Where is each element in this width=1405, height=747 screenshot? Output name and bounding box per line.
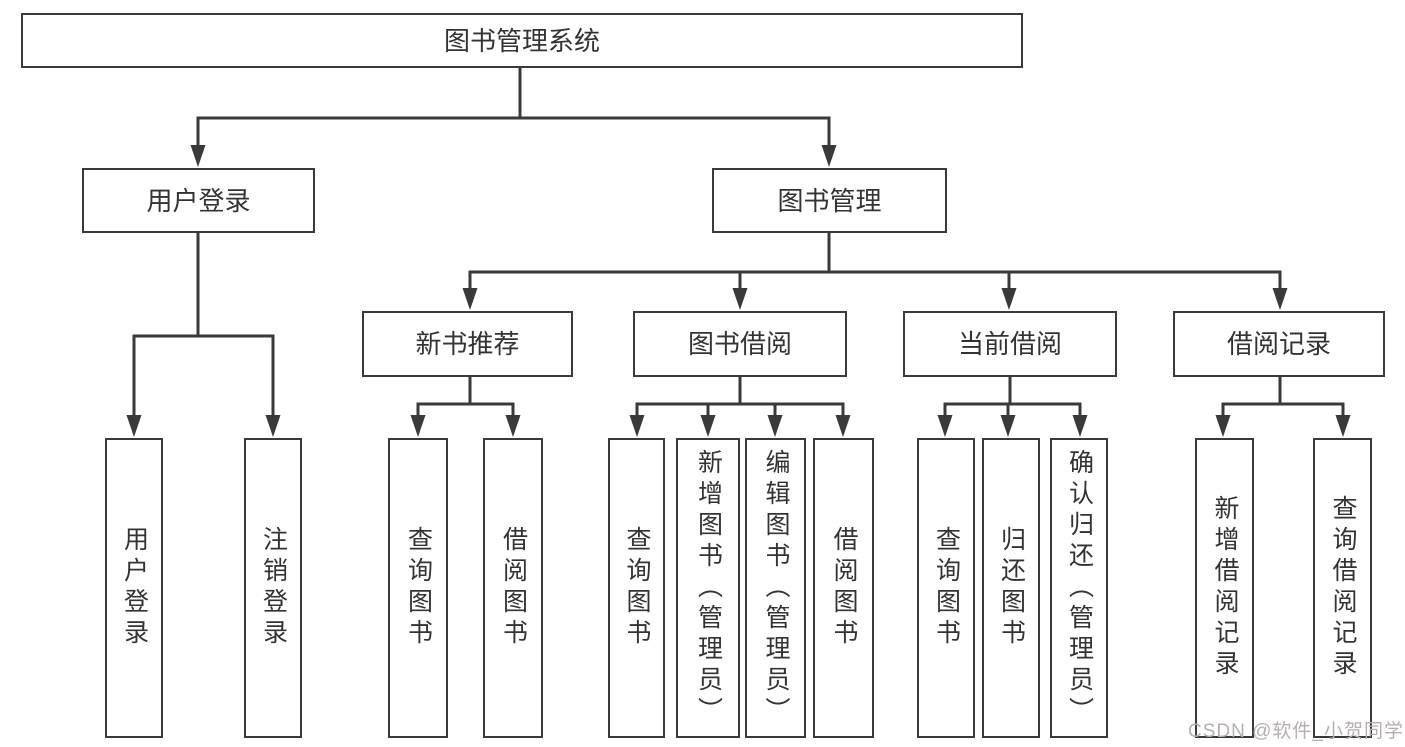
leaf-user-login: 用户登录	[105, 438, 163, 738]
leaf-recommend-borrow-books: 借阅图书	[483, 438, 543, 738]
node-borrow-records-label: 借阅记录	[1226, 329, 1331, 359]
leaf-user-login-label: 用户登录	[120, 526, 149, 650]
leaf-return-books-label: 归还图书	[997, 526, 1026, 650]
leaf-borrow-books: 借阅图书	[813, 438, 874, 738]
arrow-down-icon	[821, 145, 837, 167]
arrow-down-icon	[505, 415, 521, 437]
arrow-down-icon	[1072, 415, 1088, 437]
arrow-down-icon	[767, 415, 783, 437]
leaf-borrow-query-books: 查询图书	[608, 438, 665, 738]
arrow-down-icon	[1000, 415, 1016, 437]
leaf-recommend-borrow-books-label: 借阅图书	[499, 526, 528, 650]
arrow-down-icon	[1001, 288, 1017, 310]
leaf-logout: 注销登录	[244, 438, 302, 738]
node-book-management: 图书管理	[712, 168, 947, 233]
node-root: 图书管理系统	[21, 13, 1023, 68]
node-current-borrow-label: 当前借阅	[957, 329, 1062, 359]
arrow-down-icon	[629, 415, 645, 437]
arrow-down-icon	[1335, 415, 1351, 437]
node-current-borrow: 当前借阅	[903, 311, 1117, 377]
node-user-login: 用户登录	[82, 168, 315, 233]
leaf-confirm-return-admin-label: 确认归还（管理员）	[1065, 448, 1094, 728]
leaf-current-query-books-label: 查询图书	[932, 526, 961, 650]
leaf-query-borrow-record-label: 查询借阅记录	[1329, 495, 1357, 681]
leaf-add-book-admin: 新增图书（管理员）	[676, 438, 740, 738]
arrow-down-icon	[835, 415, 851, 437]
arrow-down-icon	[190, 145, 206, 167]
arrow-down-icon	[937, 415, 953, 437]
node-borrow-records: 借阅记录	[1173, 311, 1385, 377]
arrow-down-icon	[700, 415, 716, 437]
leaf-current-query-books: 查询图书	[917, 438, 975, 738]
leaf-edit-book-admin-label: 编辑图书（管理员）	[762, 448, 790, 728]
leaf-confirm-return-admin: 确认归还（管理员）	[1050, 438, 1108, 738]
leaf-query-borrow-record: 查询借阅记录	[1313, 438, 1372, 738]
leaf-logout-label: 注销登录	[259, 526, 288, 650]
node-new-book-recommend-label: 新书推荐	[415, 329, 520, 359]
leaf-add-borrow-record: 新增借阅记录	[1195, 438, 1254, 738]
leaf-edit-book-admin: 编辑图书（管理员）	[745, 438, 806, 738]
node-book-borrow: 图书借阅	[633, 311, 847, 377]
leaf-recommend-query-books: 查询图书	[388, 438, 448, 738]
csdn-watermark: CSDN @软件_小贺同学	[1188, 721, 1404, 742]
leaf-add-book-admin-label: 新增图书（管理员）	[694, 448, 723, 728]
node-book-management-label: 图书管理	[777, 185, 882, 216]
leaf-return-books: 归还图书	[982, 438, 1040, 738]
leaf-borrow-query-books-label: 查询图书	[623, 526, 651, 650]
arrow-down-icon	[265, 415, 281, 437]
node-root-label: 图书管理系统	[443, 25, 600, 56]
leaf-borrow-books-label: 借阅图书	[830, 526, 858, 650]
arrow-down-icon	[410, 415, 426, 437]
arrow-down-icon	[462, 288, 478, 310]
node-user-login-label: 用户登录	[146, 185, 251, 216]
node-book-borrow-label: 图书借阅	[687, 329, 792, 359]
node-new-book-recommend: 新书推荐	[362, 311, 573, 377]
arrow-down-icon	[1215, 415, 1231, 437]
leaf-add-borrow-record-label: 新增借阅记录	[1211, 495, 1239, 681]
arrow-down-icon	[732, 288, 748, 310]
arrow-down-icon	[1272, 288, 1288, 310]
leaf-recommend-query-books-label: 查询图书	[404, 526, 433, 650]
arrow-down-icon	[126, 415, 142, 437]
